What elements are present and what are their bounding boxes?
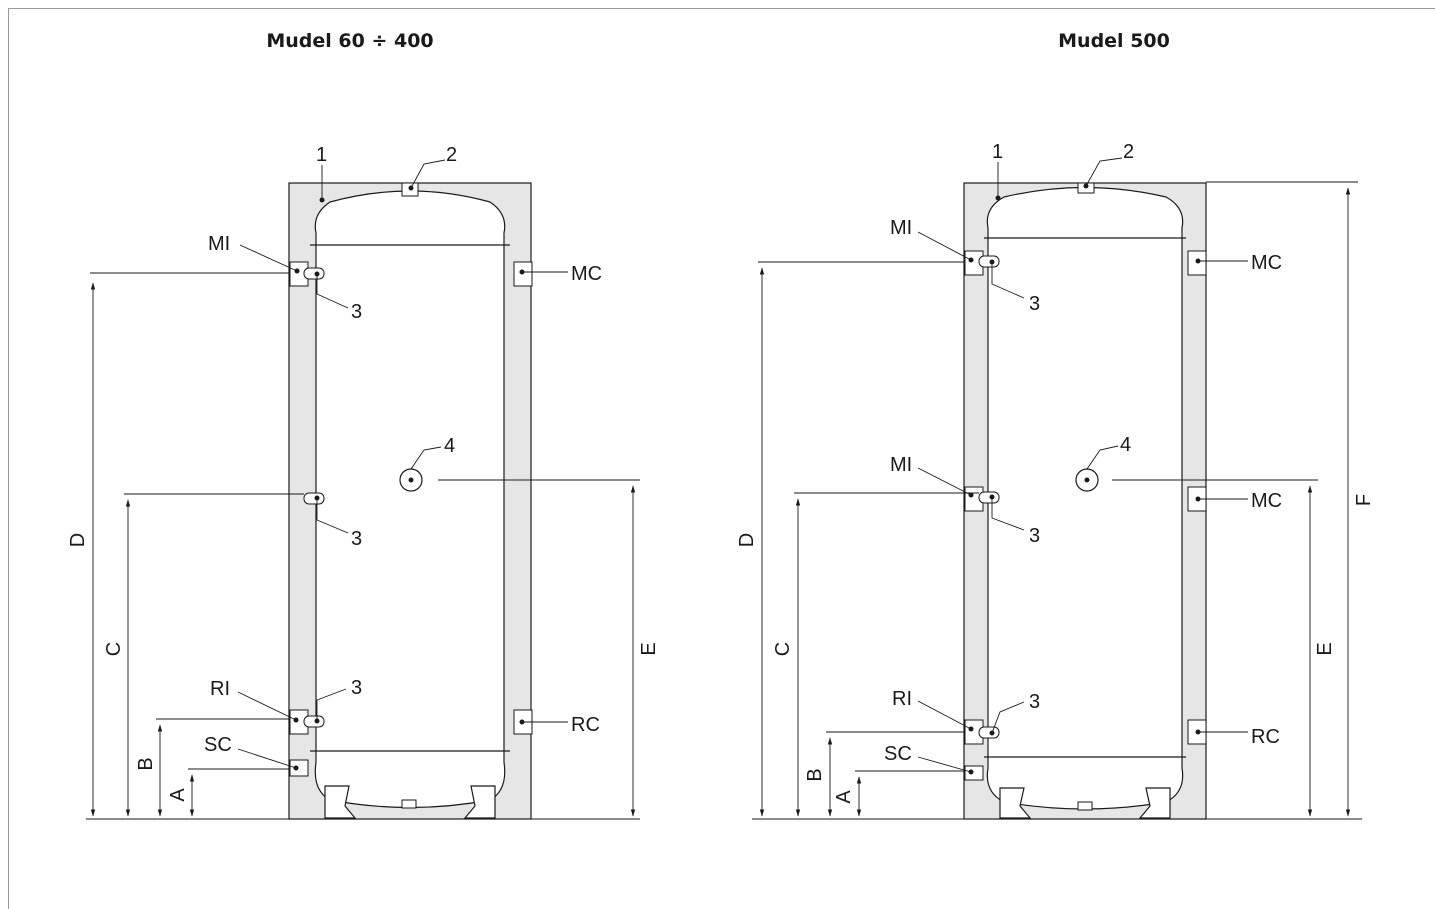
dim-c-right: C [772, 642, 794, 656]
label-3-mid-left: 3 [351, 528, 362, 550]
label-mi-top-right: MI [890, 217, 912, 239]
dim-d-left: D [67, 533, 89, 547]
probe-well-bottom [303, 715, 325, 728]
foot-right [463, 785, 496, 819]
label-ri-right: RI [892, 688, 912, 710]
dim-e-right: E [1314, 642, 1336, 655]
side-port-center [408, 477, 414, 483]
label-mc-mid-right: MC [1251, 490, 1282, 512]
label-rc-left: RC [571, 714, 600, 736]
dim-e-left: E [638, 642, 660, 655]
label-mc-left: MC [571, 263, 602, 285]
label-sc-left: SC [204, 734, 232, 756]
port-sc [964, 765, 984, 781]
label-3-top-right: 3 [1029, 293, 1040, 315]
label-1-left: 1 [316, 144, 327, 166]
dim-b-left: B [135, 757, 157, 770]
label-mi-left: MI [208, 233, 230, 255]
tank-right: 1 2 MI MC 3 MI MC 3 4 RI 3 RC S [736, 141, 1375, 820]
label-4-left: 4 [444, 435, 455, 457]
label-mi-mid-right: MI [890, 454, 912, 476]
label-4-right: 4 [1120, 434, 1131, 456]
tank-shell [314, 190, 506, 809]
dim-a-left: A [167, 788, 189, 802]
label-rc-right: RC [1251, 726, 1280, 748]
foot-left [999, 787, 1032, 819]
label-sc-right: SC [884, 743, 912, 765]
label-1-right: 1 [992, 141, 1003, 163]
label-mc-top-right: MC [1251, 252, 1282, 274]
label-3-bot-right: 3 [1029, 691, 1040, 713]
tank-shell [986, 186, 1184, 810]
model-title-left: Mudel 60 ÷ 400 [266, 30, 434, 52]
dim-b-right: B [804, 768, 826, 781]
probe-well-bottom [978, 726, 1000, 739]
probe-well-middle [978, 491, 1000, 504]
model-title-right: Mudel 500 [1058, 30, 1170, 52]
drawing-frame [8, 8, 1435, 909]
label-ri-left: RI [210, 678, 230, 700]
tank-left: 1 2 MI MC 3 3 3 4 RI RC SC D [67, 144, 660, 820]
probe-well-top [978, 255, 1000, 268]
foot-left [324, 785, 357, 819]
label-2-right: 2 [1123, 141, 1134, 163]
dim-f-right: F [1353, 494, 1375, 506]
dim-d-right: D [736, 533, 758, 547]
drain-plug [1077, 801, 1093, 811]
label-3-mid-right: 3 [1029, 525, 1040, 547]
label-3-top-left: 3 [351, 301, 362, 323]
label-2-left: 2 [446, 144, 457, 166]
probe-well-middle [303, 492, 325, 505]
probe-well-top [303, 267, 325, 280]
side-port-center [1084, 477, 1090, 483]
dim-c-left: C [103, 642, 125, 656]
drain-plug [401, 799, 417, 809]
dim-a-right: A [833, 790, 855, 804]
foot-right [1138, 787, 1171, 819]
port-sc [289, 759, 309, 777]
label-3-bot-left: 3 [351, 677, 362, 699]
